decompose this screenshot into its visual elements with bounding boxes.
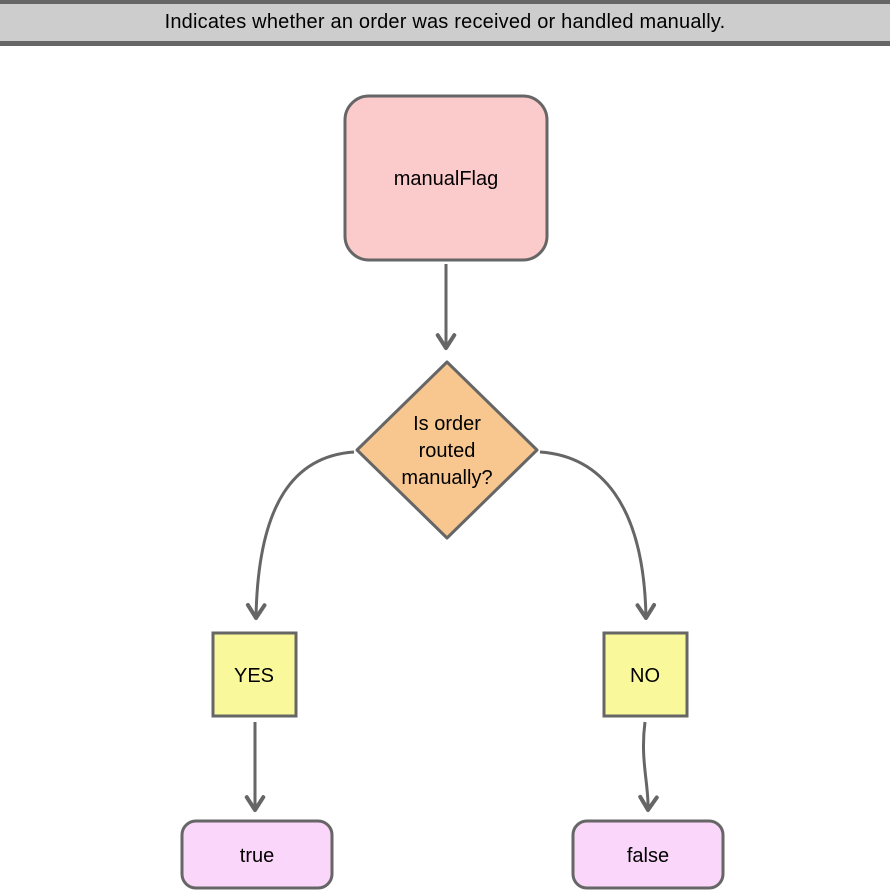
node-yes: YES	[211, 631, 298, 718]
edge-decision-to-yes	[245, 450, 355, 621]
yes-label: YES	[234, 665, 274, 687]
decision-line-1: Is order	[413, 413, 481, 435]
description-text: Indicates whether an order was received …	[164, 11, 726, 33]
no-label: NO	[630, 665, 660, 687]
yes-shape	[211, 631, 298, 718]
true-label: true	[240, 845, 274, 867]
true-shape	[180, 819, 334, 890]
manualflag-shape	[343, 94, 549, 262]
decision-line-3: manually?	[401, 467, 492, 489]
node-false: false	[571, 819, 725, 890]
edge-no-to-false	[638, 721, 659, 813]
description-banner: Indicates whether an order was received …	[0, 0, 890, 46]
false-shape	[571, 819, 725, 890]
node-decision: Is order routed manually?	[355, 360, 539, 540]
no-shape	[602, 631, 689, 718]
decision-line-2: routed	[419, 440, 476, 462]
decision-shape	[355, 360, 539, 540]
edge-decision-to-no	[539, 450, 657, 621]
false-label: false	[627, 845, 669, 867]
node-true: true	[180, 819, 334, 890]
node-manualflag: manualFlag	[343, 94, 549, 262]
manualflag-label: manualFlag	[394, 168, 499, 190]
node-no: NO	[602, 631, 689, 718]
